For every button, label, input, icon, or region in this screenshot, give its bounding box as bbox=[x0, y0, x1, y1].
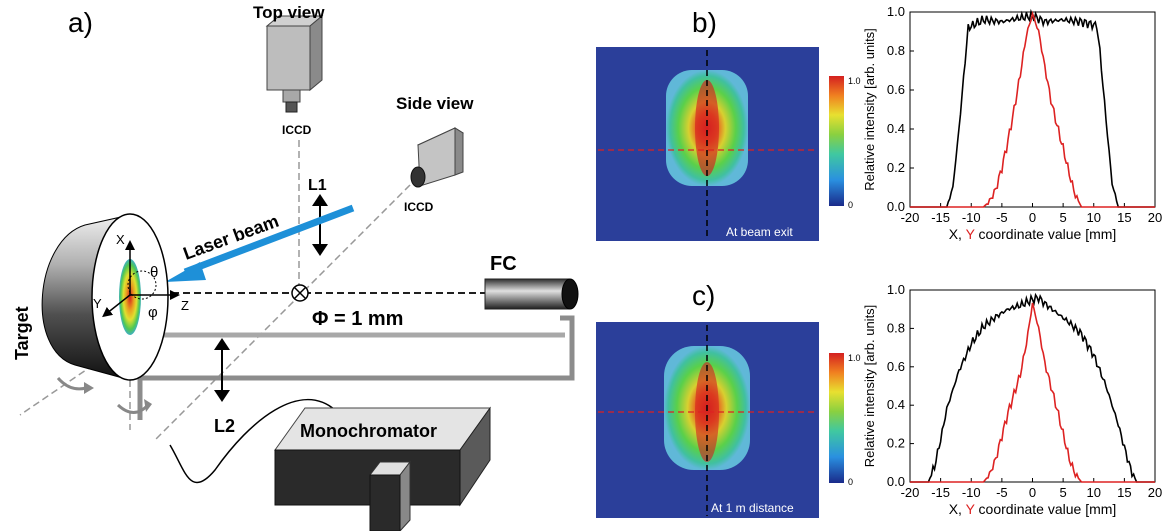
x-profile-line bbox=[910, 8, 1155, 208]
x-tick-label: -10 bbox=[962, 210, 981, 225]
x-axis-title-part: X, bbox=[949, 501, 966, 517]
plot-frame bbox=[909, 11, 1156, 208]
x-profile-line bbox=[910, 292, 1155, 483]
x-axis-title-part: Y bbox=[966, 226, 976, 242]
x-axis-title: X, Y coordinate value [mm] bbox=[949, 226, 1117, 242]
x-tick-label: -15 bbox=[931, 210, 950, 225]
setup-diagram: a) Top view ICCD Side view ICCD L1 bbox=[12, 3, 579, 531]
y-tick-label: 0.2 bbox=[887, 160, 905, 175]
y-tick-label: 0.6 bbox=[887, 359, 905, 374]
l1-arrowhead-bottom bbox=[312, 244, 328, 256]
optical-fiber bbox=[169, 399, 346, 484]
panel-c-label: c) bbox=[692, 280, 715, 311]
colorbar-c-min: 0 bbox=[848, 477, 853, 487]
x-tick-label: 0 bbox=[1029, 210, 1036, 225]
y-tick-label: 1.0 bbox=[887, 4, 905, 19]
fc-label: FC bbox=[490, 253, 517, 275]
axis-y-label: Y bbox=[93, 296, 102, 311]
x-axis-title-part: X, bbox=[949, 226, 966, 242]
x-axis-title-part: coordinate value [mm] bbox=[975, 226, 1117, 242]
laser-beam-arrowhead bbox=[165, 262, 206, 282]
panel-b-label: b) bbox=[692, 7, 717, 38]
colorbar-b bbox=[829, 76, 844, 206]
x-tick-label: 20 bbox=[1148, 485, 1162, 500]
y-profile-line bbox=[910, 302, 1155, 483]
x-tick-label: 0 bbox=[1029, 485, 1036, 500]
y-tick-label: 0.6 bbox=[887, 82, 905, 97]
faraday-cup bbox=[484, 278, 579, 310]
iccd-top-label: ICCD bbox=[282, 123, 312, 137]
x-tick-label: 15 bbox=[1117, 485, 1131, 500]
x-tick-label: 5 bbox=[1060, 210, 1067, 225]
beam-map-c-caption: At 1 m distance bbox=[711, 501, 794, 515]
x-axis-title-part: Y bbox=[966, 501, 976, 517]
y-tick-label: 0.4 bbox=[887, 397, 905, 412]
x-tick-label: 10 bbox=[1087, 485, 1101, 500]
rail-frame bbox=[140, 315, 575, 381]
panel-a-label: a) bbox=[68, 7, 93, 38]
panel-b-beam-map: b) At beam exit 1.0 0 bbox=[596, 7, 861, 241]
x-tick-label: -5 bbox=[996, 485, 1008, 500]
y-axis-title: Relative intensity [arb. units] bbox=[862, 305, 877, 468]
side-camera bbox=[410, 127, 464, 188]
monochromator bbox=[274, 406, 491, 531]
top-camera bbox=[265, 14, 324, 113]
l1-arrowhead-top bbox=[312, 194, 328, 206]
y-tick-label: 0.0 bbox=[887, 199, 905, 214]
colorbar-b-max: 1.0 bbox=[848, 76, 861, 86]
colorbar-c bbox=[829, 353, 844, 483]
rotation-arrow-1 bbox=[56, 376, 87, 391]
x-tick-label: 10 bbox=[1087, 210, 1101, 225]
profile-chart-b: -20 -15 -10 -5 0 5 10 15 20 0.0 0.2 0.4 0.6 0.8 1.0Rel… bbox=[862, 4, 1162, 242]
panel-c-beam-map: c) At 1 m distance 1.0 0 bbox=[596, 280, 861, 518]
y-tick-label: 0.8 bbox=[887, 43, 905, 58]
theta-label: θ bbox=[150, 264, 158, 281]
x-tick-label: 20 bbox=[1148, 210, 1162, 225]
side-view-label: Side view bbox=[396, 94, 474, 113]
top-view-label: Top view bbox=[253, 3, 325, 22]
x-axis-title-part: coordinate value [mm] bbox=[975, 501, 1117, 517]
x-tick-label: -20 bbox=[901, 210, 920, 225]
l2-label: L2 bbox=[214, 416, 235, 436]
monochromator-label: Monochromator bbox=[300, 421, 437, 441]
rotation-arrow-2 bbox=[116, 403, 150, 414]
phi-label: φ bbox=[148, 304, 158, 321]
target-label: Target bbox=[12, 306, 32, 360]
x-axis-title: X, Y coordinate value [mm] bbox=[949, 501, 1117, 517]
y-tick-label: 0.2 bbox=[887, 436, 905, 451]
x-tick-label: -5 bbox=[996, 210, 1008, 225]
x-tick-label: -10 bbox=[962, 485, 981, 500]
beam-map-b-caption: At beam exit bbox=[726, 225, 793, 239]
target-cylinder bbox=[41, 213, 169, 381]
x-tick-label: -20 bbox=[901, 485, 920, 500]
diameter-label: Φ = 1 mm bbox=[312, 308, 403, 330]
plot-frame bbox=[909, 289, 1156, 483]
profile-chart-c: -20 -15 -10 -5 0 5 10 15 20 0.0 0.2 0.4 0.6 0.8 1.0Rel… bbox=[862, 282, 1162, 517]
target-beam-spot bbox=[119, 259, 141, 335]
y-tick-label: 0.4 bbox=[887, 121, 905, 136]
y-tick-label: 1.0 bbox=[887, 282, 905, 297]
l1-label: L1 bbox=[308, 177, 327, 194]
side-view-sightline bbox=[154, 184, 411, 441]
laser-beam-line bbox=[183, 204, 355, 276]
axis-z-label: Z bbox=[181, 298, 189, 313]
x-tick-label: 15 bbox=[1117, 210, 1131, 225]
x-tick-label: -15 bbox=[931, 485, 950, 500]
x-tick-label: 5 bbox=[1060, 485, 1067, 500]
y-profile-line bbox=[910, 10, 1155, 208]
y-tick-label: 0.8 bbox=[887, 320, 905, 335]
iccd-side-label: ICCD bbox=[404, 200, 434, 214]
y-tick-label: 0.0 bbox=[887, 474, 905, 489]
colorbar-b-min: 0 bbox=[848, 200, 853, 210]
y-axis-arrow bbox=[102, 294, 131, 318]
axis-x-label: X bbox=[116, 232, 125, 247]
colorbar-c-max: 1.0 bbox=[848, 353, 861, 363]
y-axis-title: Relative intensity [arb. units] bbox=[862, 28, 877, 191]
